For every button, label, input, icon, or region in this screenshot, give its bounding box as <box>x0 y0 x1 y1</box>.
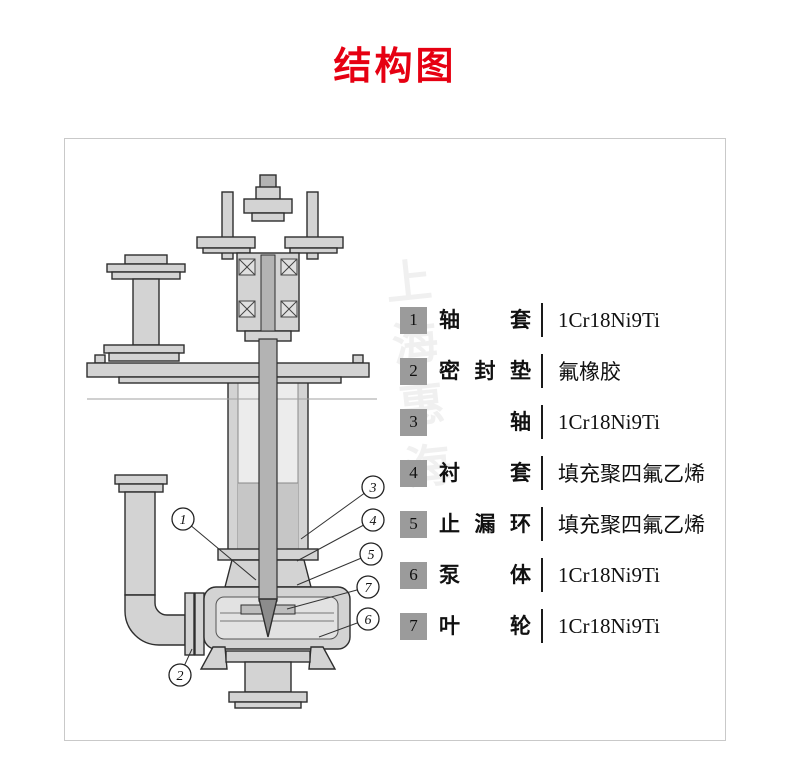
legend-divider <box>541 354 543 388</box>
shaft <box>258 338 278 602</box>
legend-divider <box>541 303 543 337</box>
legend-row-6: 6 泵体 1Cr18Ni9Ti <box>400 558 705 592</box>
part-name: 止漏环 <box>439 512 531 536</box>
legend-row-3: 3 轴 1Cr18Ni9Ti <box>400 405 705 439</box>
callout-7: 7 <box>365 581 373 596</box>
callout-4: 4 <box>370 514 377 529</box>
legend-row-2: 2 密封垫 氟橡胶 <box>400 354 705 388</box>
legend-divider <box>541 558 543 592</box>
callouts: 1 2 3 4 5 7 6 <box>168 475 385 687</box>
part-name: 泵体 <box>439 563 531 587</box>
part-name: 轴 <box>439 410 531 434</box>
legend-divider <box>541 405 543 439</box>
legend-row-4: 4 衬套 填充聚四氟乙烯 <box>400 456 705 490</box>
part-material: 1Cr18Ni9Ti <box>558 409 660 434</box>
legend-row-1: 1 轴套 1Cr18Ni9Ti <box>400 303 705 337</box>
legend-row-5: 5 止漏环 填充聚四氟乙烯 <box>400 507 705 541</box>
part-material: 填充聚四氟乙烯 <box>558 462 705 486</box>
bearing-blocks <box>238 258 298 318</box>
callout-5: 5 <box>368 548 375 563</box>
page-title: 结构图 <box>333 46 457 88</box>
part-name: 衬套 <box>439 461 531 485</box>
discharge-pipe <box>114 474 205 656</box>
part-material: 1Cr18Ni9Ti <box>558 613 660 638</box>
part-number-badge: 1 <box>400 306 427 334</box>
callout-1: 1 <box>180 513 187 528</box>
part-material: 1Cr18Ni9Ti <box>558 307 660 332</box>
legend-divider <box>541 609 543 643</box>
part-number-badge: 3 <box>400 408 427 436</box>
diagram-frame: 上海惠海 <box>64 138 726 741</box>
part-material: 氟橡胶 <box>558 360 621 384</box>
part-number-badge: 7 <box>400 612 427 640</box>
impeller <box>240 598 296 638</box>
part-name: 密封垫 <box>439 359 531 383</box>
part-number-badge: 4 <box>400 459 427 487</box>
mounting-plate <box>86 354 370 384</box>
callout-3: 3 <box>369 481 377 496</box>
part-material: 填充聚四氟乙烯 <box>558 513 705 537</box>
pump-structure-drawing: 1 2 3 4 5 7 6 <box>86 174 385 709</box>
callout-2: 2 <box>177 669 184 684</box>
motor-bracket <box>196 174 344 260</box>
part-number-badge: 2 <box>400 357 427 385</box>
left-support-pipe <box>103 254 186 362</box>
part-name: 叶轮 <box>439 614 531 638</box>
legend-divider <box>541 507 543 541</box>
legend-row-7: 7 叶轮 1Cr18Ni9Ti <box>400 609 705 643</box>
part-name: 轴套 <box>439 308 531 332</box>
callout-6: 6 <box>365 613 372 628</box>
part-number-badge: 5 <box>400 510 427 538</box>
parts-legend: 1 轴套 1Cr18Ni9Ti 2 密封垫 氟橡胶 3 轴 1Cr18Ni9Ti… <box>400 303 705 643</box>
part-number-badge: 6 <box>400 561 427 589</box>
part-material: 1Cr18Ni9Ti <box>558 562 660 587</box>
legend-divider <box>541 456 543 490</box>
